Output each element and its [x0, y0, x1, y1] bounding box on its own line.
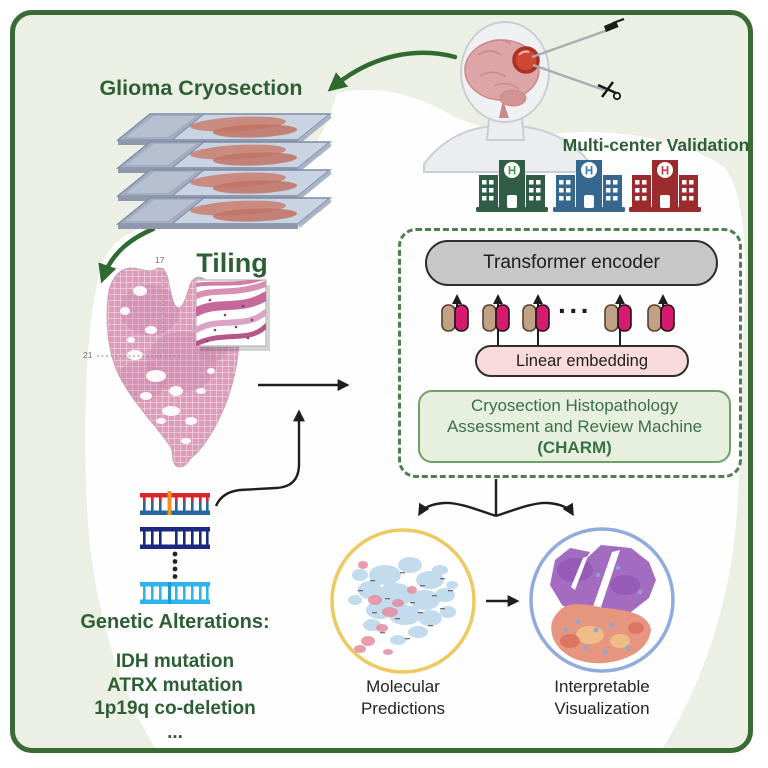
tumor-highlight — [518, 50, 530, 56]
tiling-title: Tiling — [196, 248, 268, 278]
mutation-site — [167, 491, 172, 515]
genetic-alterations-list: IDH mutation ATRX mutation 1p19q co-dele… — [72, 650, 278, 744]
wsi-mark-left: 21 — [83, 350, 93, 360]
arrow-slides-to-wsi — [98, 226, 156, 284]
charm-box: Cryosection Histopathology Assessment an… — [418, 390, 731, 463]
model-dashed-container — [398, 228, 742, 478]
arrow-genetics-to-model — [214, 409, 305, 507]
linear-embedding-box: Linear embedding — [475, 345, 689, 377]
dna-strand-lightblue — [140, 582, 210, 604]
surgical-tools-icon — [531, 18, 625, 101]
interpretable-label-line2: Visualization — [554, 698, 650, 718]
genetic-alteration-item: IDH mutation — [115, 651, 235, 672]
multi-center-validation-title: Multi-center Validation — [562, 135, 750, 155]
brain-surgery-illustration — [423, 18, 625, 173]
genetic-alterations-title: Genetic Alterations: — [80, 611, 270, 633]
genetic-alteration-item: ... — [167, 721, 183, 743]
dna-strand-mutated — [140, 491, 210, 515]
molecular-label-line1: Molecular — [366, 677, 440, 696]
cryosection-slide-stack — [117, 113, 333, 230]
genetic-alteration-item: 1p19q co-deletion — [94, 698, 256, 719]
hospital-icons: H H H — [476, 160, 701, 212]
tile-inset — [195, 279, 270, 351]
token-pills — [441, 304, 675, 332]
arrow-model-to-outputs — [418, 479, 574, 518]
charm-line2: Assessment and Review Machine — [446, 417, 703, 436]
transformer-encoder-box: Transformer encoder — [425, 240, 718, 286]
molecular-predictions-circle — [330, 528, 476, 674]
molecular-predictions-label: Molecular Predictions — [333, 676, 473, 719]
hospital-h-letter: H — [585, 166, 593, 178]
glioma-cryosection-title: Glioma Cryosection — [99, 76, 303, 100]
dna-strand-navy — [140, 527, 210, 549]
hospital-h-letter: H — [661, 166, 669, 178]
dna-ellipsis-dots — [172, 551, 178, 579]
arrow-head-to-cryosection — [327, 50, 458, 92]
charm-line1: Cryosection Histopathology — [471, 396, 678, 415]
genetic-alteration-item: ATRX mutation — [107, 674, 243, 696]
tokens-ellipsis: ··· — [558, 295, 592, 326]
wsi-mark-top: 17 — [155, 255, 165, 265]
hospital-h-letter: H — [508, 166, 516, 178]
interpretable-label-line1: Interpretable — [554, 677, 650, 696]
charm-acronym: (CHARM) — [537, 438, 612, 457]
molecular-label-line2: Predictions — [360, 698, 446, 718]
interpretable-visualization-circle — [529, 527, 675, 673]
interpretable-visualization-label: Interpretable Visualization — [524, 676, 680, 719]
